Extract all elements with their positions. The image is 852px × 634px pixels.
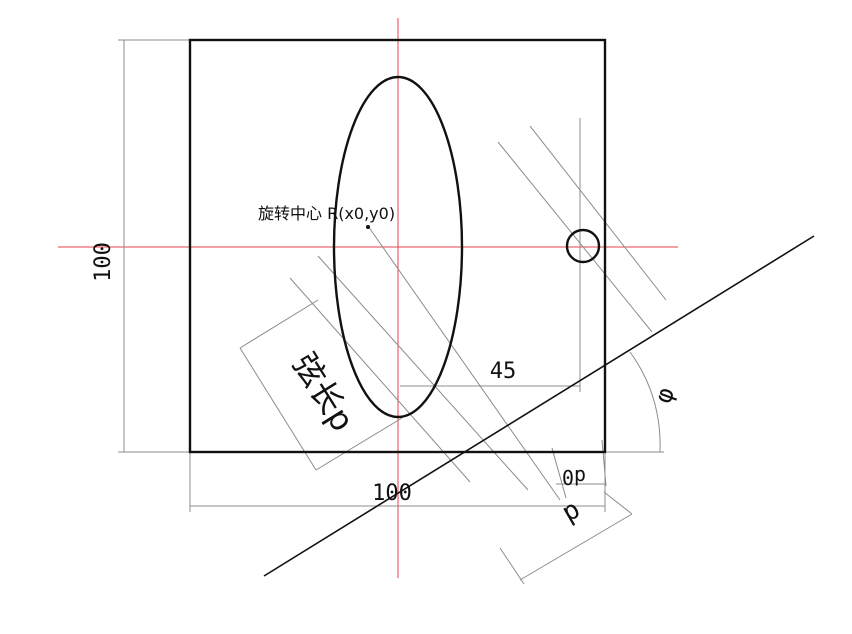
detector-line — [263, 235, 815, 577]
rotation-center-label: 旋转中心 R(x0,y0) — [258, 204, 395, 223]
elliptical-object — [332, 75, 464, 419]
d0-extension-right — [601, 439, 607, 487]
angle-label: φ — [649, 384, 680, 407]
chord-dimension-line — [239, 347, 317, 471]
ray-line-4 — [529, 125, 667, 301]
d0-extension-left — [551, 447, 567, 499]
d-extension-right — [603, 491, 633, 515]
small-circular-object — [565, 228, 601, 264]
d-dimension-line — [519, 513, 633, 581]
width-label: 100 — [372, 481, 412, 506]
height-label: 100 — [91, 242, 116, 282]
chord-extension-bottom — [315, 417, 403, 471]
ray-line-3 — [497, 141, 653, 333]
construction-lines — [118, 39, 667, 585]
offset-label: 45 — [490, 359, 517, 384]
chord-extension-top — [239, 299, 319, 349]
angle-arc — [629, 351, 661, 453]
ray-line-center — [367, 225, 561, 501]
object-boundary-square — [188, 38, 607, 454]
ray-line-1 — [289, 277, 471, 483]
d-extension-left — [499, 547, 525, 585]
rotation-center-point — [366, 225, 370, 229]
d-label: d — [558, 496, 587, 530]
d0-label: d0 — [562, 465, 586, 489]
